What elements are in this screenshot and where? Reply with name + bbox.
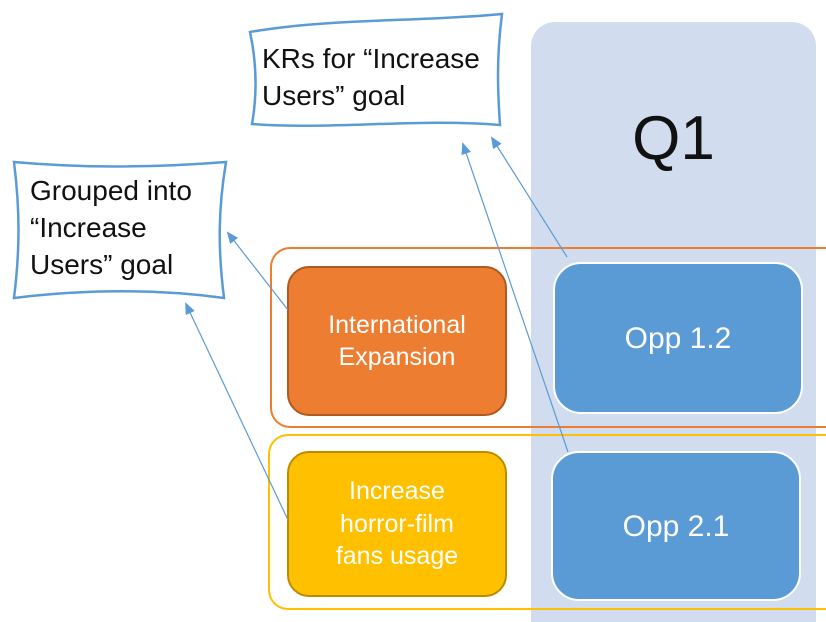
- opportunity-label: Opp 2.1: [622, 509, 730, 543]
- callout-grouped-border: [12, 160, 228, 300]
- opportunity-1-2[interactable]: Opp 1.2: [553, 262, 803, 414]
- goal-international-expansion[interactable]: International Expansion: [287, 266, 507, 416]
- callout-krs-text: KRs for “Increase Users” goal: [262, 43, 480, 112]
- opportunity-2-1[interactable]: Opp 2.1: [551, 451, 801, 601]
- goal-label: International Expansion: [328, 310, 466, 372]
- connector-intl-to-grouped: [226, 231, 289, 311]
- connector-opp12-to-krs: [490, 136, 568, 258]
- group-international-expansion: [270, 247, 826, 428]
- connector-horror-to-grouped: [185, 302, 289, 521]
- callout-grouped-text: Grouped into “Increase Users” goal: [30, 175, 192, 281]
- opportunity-label: Opp 1.2: [624, 321, 732, 355]
- goal-label: Increase horror-film fans usage: [335, 477, 459, 571]
- goal-increase-horror-film-fans-usage[interactable]: Increase horror-film fans usage: [287, 451, 507, 597]
- group-horror-film-fans: [268, 434, 826, 610]
- callout-krs-border: [248, 12, 504, 127]
- q1-column-label: Q1: [632, 104, 715, 173]
- connector-opp21-to-krs: [461, 142, 569, 453]
